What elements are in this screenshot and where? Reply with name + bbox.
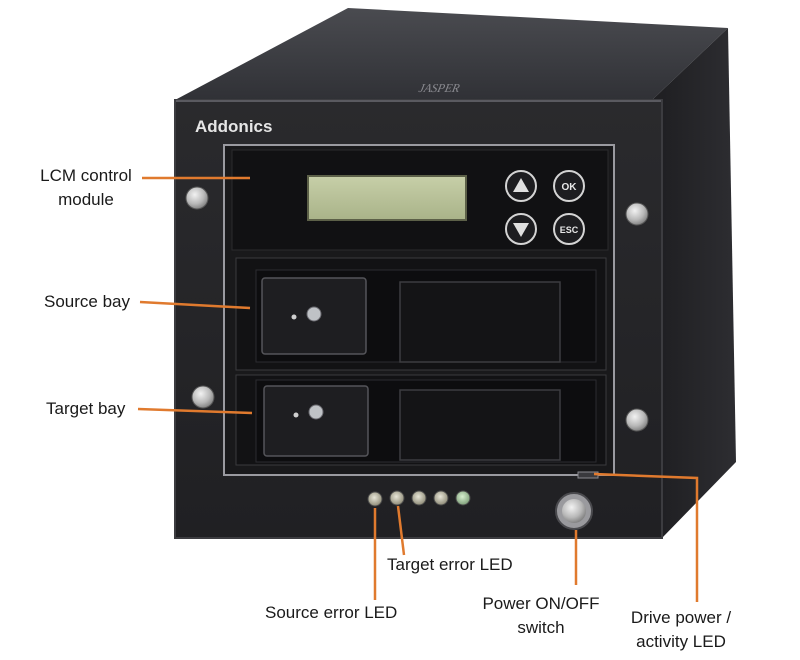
target-error-led <box>389 490 405 506</box>
screw-icon <box>625 202 649 226</box>
source-bay-handle[interactable] <box>399 281 561 363</box>
esc-button[interactable]: ESC <box>553 213 585 245</box>
key-lock-icon <box>308 404 324 420</box>
top-marking: JASPER <box>418 81 462 95</box>
target-bay-handle[interactable] <box>399 389 561 461</box>
lcm-callout-label: LCM control module <box>40 166 132 209</box>
target-bay <box>235 374 607 466</box>
down-button[interactable] <box>505 213 537 245</box>
down-arrow-icon <box>513 223 529 237</box>
esc-button-label: ESC <box>560 225 579 235</box>
up-button[interactable] <box>505 170 537 202</box>
target-bay-lock-panel[interactable] <box>263 385 369 457</box>
screw-icon <box>185 186 209 210</box>
brand-logo: Addonics <box>195 117 272 136</box>
chassis-top <box>175 8 728 100</box>
source-error-led-label: Source error LED <box>265 603 398 622</box>
source-bay-callout-label: Source bay <box>44 292 130 311</box>
chassis-side <box>652 28 736 538</box>
source-error-led <box>367 491 383 507</box>
lock-indicator-icon <box>291 314 297 320</box>
source-bay <box>235 257 607 371</box>
ok-button-label: OK <box>562 182 578 193</box>
key-lock-icon <box>306 306 322 322</box>
target-error-led-label: Target error LED <box>387 555 513 574</box>
power-switch-label: Power ON/OFF switch <box>482 594 600 637</box>
lock-indicator-icon <box>293 412 299 418</box>
status-led <box>411 490 427 506</box>
ok-button[interactable]: OK <box>553 170 585 202</box>
drive-led-label: Drive power / activity LED <box>630 608 732 651</box>
up-arrow-icon <box>513 178 529 192</box>
status-led <box>433 490 449 506</box>
power-switch[interactable] <box>555 492 593 530</box>
callout-lines <box>137 176 699 602</box>
status-led <box>455 490 471 506</box>
screw-icon <box>191 385 215 409</box>
target-bay-callout-label: Target bay <box>46 399 126 418</box>
screw-icon <box>625 408 649 432</box>
lcd-screen <box>307 175 467 221</box>
